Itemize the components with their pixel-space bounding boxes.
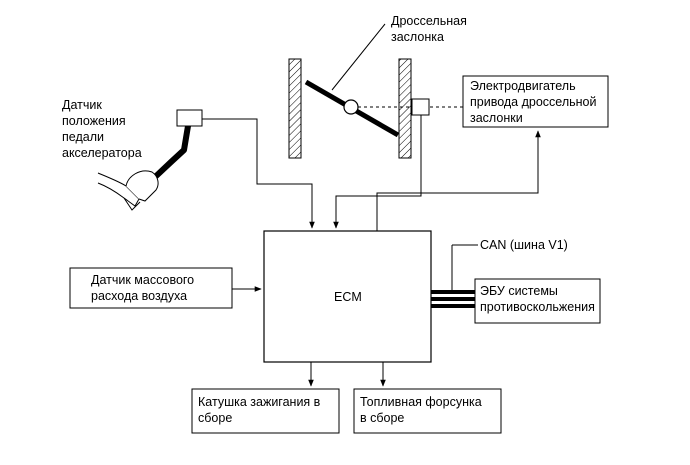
- wire-throttle-sensor-to-ecm: [333, 115, 422, 229]
- driver-foot: [97, 170, 159, 211]
- maf-sensor-box: [69, 267, 233, 309]
- wire-pedal-to-ecm: [202, 118, 315, 229]
- abs-ecu-label: ЭБУ системы противоскольжения: [480, 284, 595, 314]
- maf-sensor-label: Датчик массового расхода воздуха: [91, 273, 195, 303]
- throttle-body-left-wall: [288, 58, 302, 159]
- abs-ecu-box: [474, 278, 601, 324]
- pedal-arm: [151, 125, 191, 181]
- pedal-sensor-label: Датчик положения педали акселератора: [62, 98, 142, 160]
- throttle-label-leader: [331, 23, 386, 91]
- throttle-motor-label: Электродвигатель привода дроссельной зас…: [470, 79, 597, 125]
- throttle-motor-box: [462, 75, 609, 128]
- wire-ecm-to-motor: [376, 130, 541, 231]
- pedal-sensor-box: [176, 109, 203, 127]
- throttle-shaft: [343, 99, 359, 115]
- throttle-valve-label: Дроссельная заслонка: [391, 14, 467, 44]
- ecm-label: ECM: [334, 290, 362, 304]
- ecm-box: [263, 230, 432, 363]
- fuel-injector-box: [353, 388, 502, 434]
- ignition-coil-box: [191, 388, 340, 434]
- ignition-coil-label: Катушка зажигания в сборе: [198, 395, 321, 425]
- throttle-body-right-wall: [398, 58, 412, 159]
- throttle-position-sensor: [411, 98, 430, 116]
- fuel-injector-label: Топливная форсунка в сборе: [360, 395, 482, 425]
- can-bus-label: CAN (шина V1): [480, 238, 568, 252]
